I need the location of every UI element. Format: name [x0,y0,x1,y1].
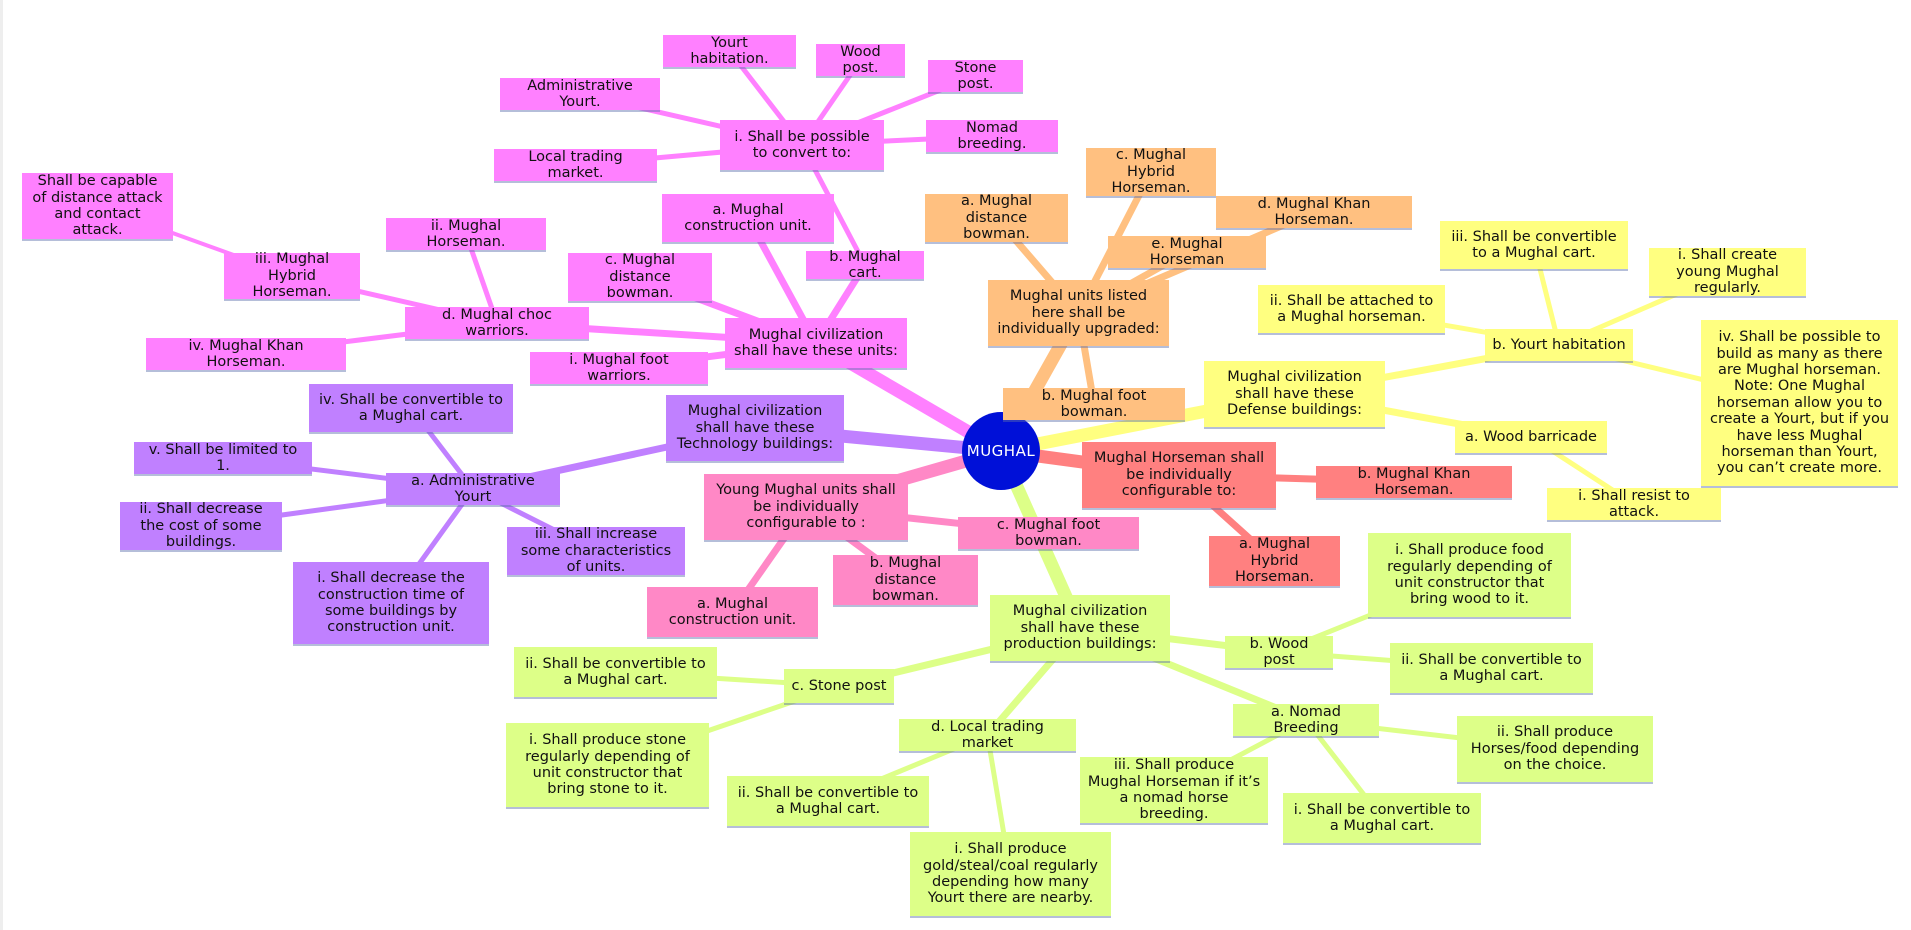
units-convert-node[interactable]: i. Shall be possible to convert to: [720,120,884,170]
production-wood-food-node[interactable]: i. Shall produce food regularly dependin… [1368,533,1571,617]
units-root-node[interactable]: Mughal civilization shall have these uni… [725,318,907,368]
choc-horseman-node[interactable]: ii. Mughal Horseman. [386,218,546,250]
center-node[interactable]: MUGHAL [962,412,1040,490]
production-stone-convert-node[interactable]: ii. Shall be convertible to a Mughal car… [514,647,717,697]
units-distance-bowman-node[interactable]: c. Mughal distance bowman. [568,252,712,301]
convert-wood-post-node[interactable]: Wood post. [816,44,905,76]
tech-admin-yourt-node[interactable]: a. Administrative Yourt [386,473,560,505]
upgrade-hybrid-node[interactable]: c. Mughal Hybrid Horseman. [1086,147,1216,196]
horseman-root-node[interactable]: Mughal Horseman shall be individually co… [1082,442,1276,508]
production-market-produce-node[interactable]: i. Shall produce gold/steal/coal regular… [910,832,1111,916]
production-wood-post-node[interactable]: b. Wood post [1225,636,1333,668]
convert-yourt-habitation-node[interactable]: Yourt habitation. [663,35,796,67]
defense-root-node[interactable]: Mughal civilization shall have these Def… [1204,361,1385,427]
units-foot-warriors-node[interactable]: i. Mughal foot warriors. [530,352,708,384]
production-nomad-node[interactable]: a. Nomad Breeding [1233,704,1379,736]
tech-limited-node[interactable]: v. Shall be limited to 1. [134,442,312,474]
production-nomad-horseman-node[interactable]: iii. Shall produce Mughal Horseman if it… [1080,757,1268,823]
convert-stone-post-node[interactable]: Stone post. [928,60,1023,92]
tech-increase-char-node[interactable]: iii. Shall increase some characteristics… [507,526,685,575]
upgrade-foot-bowman-node[interactable]: b. Mughal foot bowman. [1003,388,1185,420]
tech-root-node[interactable]: Mughal civilization shall have these Tec… [666,395,844,461]
tech-convertible-node[interactable]: iv. Shall be convertible to a Mughal car… [309,384,513,432]
choc-khan-node[interactable]: iv. Mughal Khan Horseman. [146,338,346,370]
convert-admin-yourt-node[interactable]: Administrative Yourt. [500,78,660,110]
tech-decrease-time-node[interactable]: i. Shall decrease the construction time … [293,562,489,644]
production-nomad-convert-node[interactable]: i. Shall be convertible to a Mughal cart… [1283,793,1481,843]
upgrade-distance-bowman-node[interactable]: a. Mughal distance bowman. [925,193,1068,242]
production-stone-post-node[interactable]: c. Stone post [784,669,894,703]
young-root-node[interactable]: Young Mughal units shall be individually… [704,474,908,540]
defense-resist-node[interactable]: i. Shall resist to attack. [1547,488,1721,520]
young-construction-node[interactable]: a. Mughal construction unit. [647,587,818,637]
production-stone-produce-node[interactable]: i. Shall produce stone regularly dependi… [506,723,709,807]
units-construction-node[interactable]: a. Mughal construction unit. [662,194,834,242]
convert-local-market-node[interactable]: Local trading market. [494,149,657,181]
production-nomad-horses-node[interactable]: ii. Shall produce Horses/food depending … [1457,716,1653,782]
upgrade-horseman-node[interactable]: e. Mughal Horseman [1108,236,1266,268]
units-cart-node[interactable]: b. Mughal cart. [806,249,924,281]
convert-nomad-breeding-node[interactable]: Nomad breeding. [926,120,1058,152]
defense-convertible-node[interactable]: iii. Shall be convertible to a Mughal ca… [1440,221,1628,269]
horseman-khan-node[interactable]: b. Mughal Khan Horseman. [1316,466,1512,498]
upgrade-root-node[interactable]: Mughal units listed here shall be indivi… [988,280,1169,346]
production-root-node[interactable]: Mughal civilization shall have these pro… [990,595,1170,661]
defense-wood-barricade-node[interactable]: a. Wood barricade [1455,421,1607,453]
young-distance-bowman-node[interactable]: b. Mughal distance bowman. [833,555,978,605]
upgrade-khan-node[interactable]: d. Mughal Khan Horseman. [1216,196,1412,228]
horseman-hybrid-node[interactable]: a. Mughal Hybrid Horseman. [1209,536,1340,586]
young-foot-bowman-node[interactable]: c. Mughal foot bowman. [958,517,1139,549]
defense-attached-node[interactable]: ii. Shall be attached to a Mughal horsem… [1258,285,1445,333]
production-market-convert-node[interactable]: ii. Shall be convertible to a Mughal car… [727,776,929,826]
units-choc-warriors-node[interactable]: d. Mughal choc warriors. [405,307,589,339]
left-border [0,0,3,930]
production-wood-convert-node[interactable]: ii. Shall be convertible to a Mughal car… [1390,643,1593,693]
defense-create-young-node[interactable]: i. Shall create young Mughal regularly. [1649,247,1806,296]
production-market-node[interactable]: d. Local trading market [899,719,1076,751]
defense-yourt-habitation-node[interactable]: b. Yourt habitation [1485,329,1633,361]
defense-build-many-node[interactable]: iv. Shall be possible to build as many a… [1701,320,1898,486]
tech-decrease-cost-node[interactable]: ii. Shall decrease the cost of some buil… [120,501,282,550]
choc-hybrid-note-node[interactable]: Shall be capable of distance attack and … [22,173,173,239]
choc-hybrid-node[interactable]: iii. Mughal Hybrid Horseman. [224,251,360,300]
